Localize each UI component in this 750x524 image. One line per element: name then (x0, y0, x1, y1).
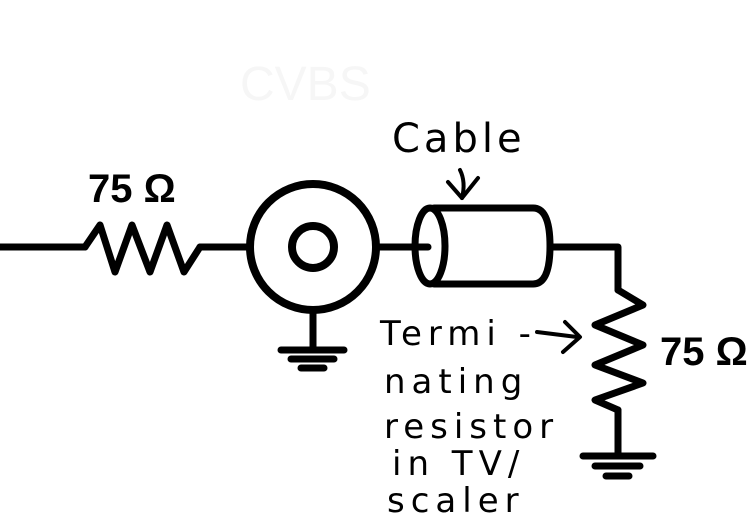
arrow-right-icon (535, 320, 582, 354)
left-resistor-label: 75 Ω (88, 167, 176, 211)
note-line-2: nating (384, 362, 528, 402)
coax-cable (411, 204, 554, 288)
faint-background-text: CVBS (240, 58, 371, 111)
bnc-connector (246, 180, 380, 314)
resistor-right (591, 286, 647, 414)
right-resistor-label: 75 Ω (660, 330, 748, 374)
cable-label: Cable (392, 116, 526, 162)
note-line-3: resistor (384, 407, 559, 447)
arrow-down-icon (446, 168, 480, 200)
wire-cable-to-resistor (546, 243, 622, 294)
note-line-4: in TV/ (392, 444, 525, 484)
note-line-1: Termi - (379, 314, 537, 354)
note-line-5: scaler (387, 481, 525, 521)
ground-symbol-right (579, 452, 657, 480)
ground-symbol-left (277, 346, 348, 372)
resistor-left (81, 221, 204, 276)
